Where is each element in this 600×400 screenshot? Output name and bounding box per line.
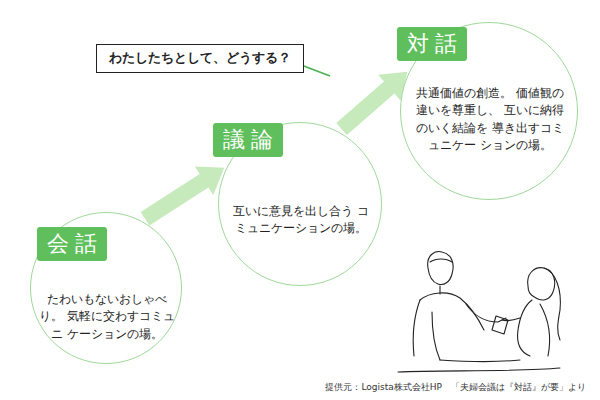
stage-circle: 会話たわいもないおしゃべり。 気軽に交わすコミュニ ケーションの場。 (30, 212, 182, 364)
stage-heading: 会話 (37, 227, 107, 261)
source-caption: 提供元：Logista株式会社HP 「夫婦会議は『対話』が要」より (325, 381, 586, 394)
stage-description: 互いに意見を出し合う コミュニケーションの場。 (229, 203, 373, 238)
couple-illustration (398, 252, 560, 372)
stage-circle: 議論互いに意見を出し合う コミュニケーションの場。 (218, 122, 382, 286)
progress-arrow (141, 166, 225, 225)
callout-box: わたしたちとして、どうする？ (96, 44, 304, 73)
stage-circle: 対話共通価値の創造。 価値観の違いを尊重し、 互いに納得のいく結論を 導き出すコ… (400, 22, 578, 200)
callout-text: わたしたちとして、どうする？ (109, 50, 291, 65)
stage-heading: 議論 (213, 123, 283, 157)
progress-arrow (336, 72, 407, 135)
stage-description: 共通価値の創造。 価値観の違いを尊重し、 互いに納得のいく結論を 導き出すコミュ… (415, 85, 565, 154)
stage-heading: 対話 (397, 27, 467, 61)
stage-description: たわいもないおしゃべり。 気軽に交わすコミュニ ケーションの場。 (39, 291, 175, 343)
